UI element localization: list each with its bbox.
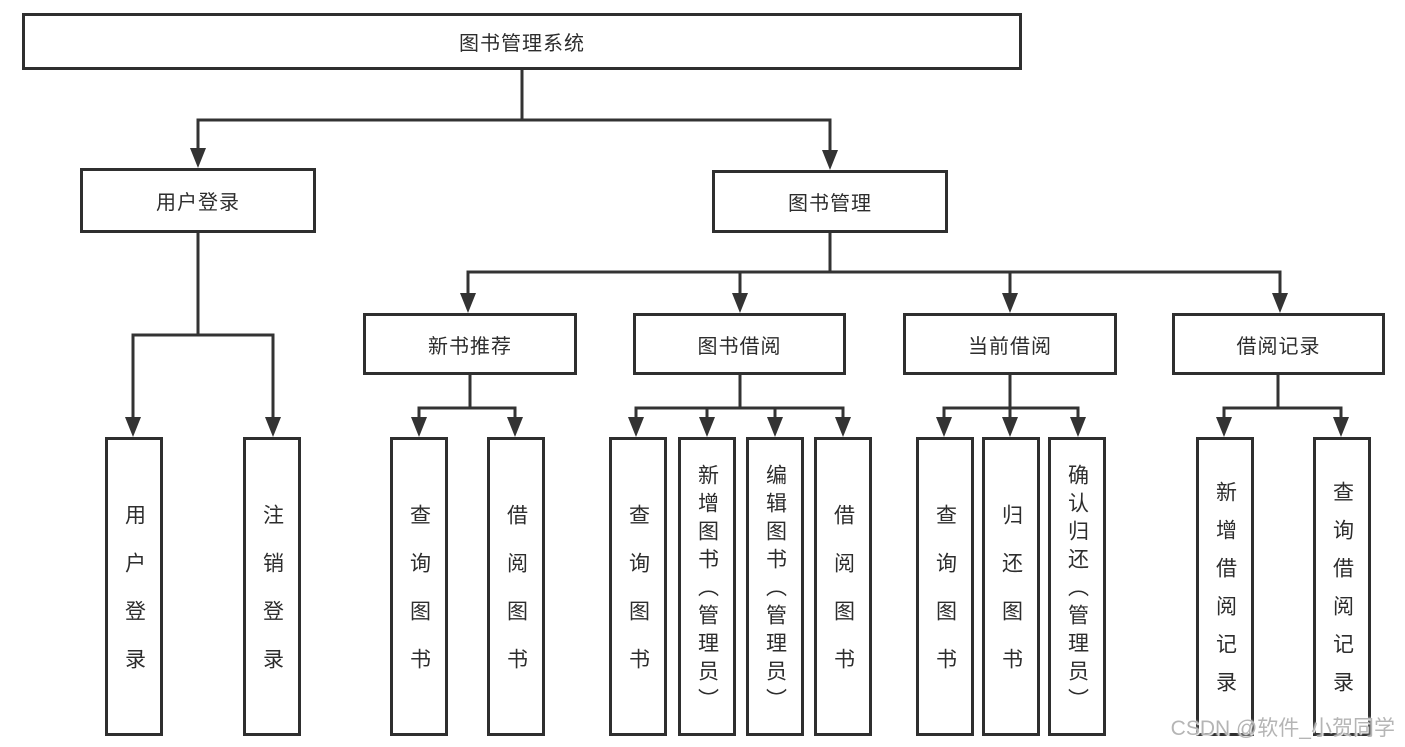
- leaf-edit-book-admin-label: 编辑图书（管理员）: [763, 464, 787, 716]
- leaf-add-book-admin-label: 新增图书（管理员）: [695, 464, 719, 716]
- node-book-management-label: 图书管理: [788, 193, 872, 215]
- leaf-logout-label: 注销登录: [260, 504, 284, 696]
- leaf-add-borrow-record: 新增借阅记录: [1196, 437, 1254, 736]
- leaf-return-book-label: 归还图书: [999, 504, 1023, 696]
- leaf-edit-book-admin: 编辑图书（管理员）: [746, 437, 804, 736]
- node-current-borrow-label: 当前借阅: [968, 335, 1052, 358]
- leaf-recommend-query-book-label: 查询图书: [407, 504, 431, 696]
- node-root-label: 图书管理系统: [459, 33, 585, 55]
- leaf-user-login-label: 用户登录: [122, 504, 146, 696]
- node-book-borrow: 图书借阅: [633, 313, 846, 375]
- leaf-current-query-book-label: 查询图书: [933, 504, 957, 696]
- connector-arrowheads: [125, 148, 1349, 437]
- node-book-borrow-label: 图书借阅: [697, 335, 782, 358]
- leaf-add-book-admin: 新增图书（管理员）: [678, 437, 736, 736]
- leaf-borrow-borrow-book-label: 借阅图书: [831, 504, 855, 696]
- leaf-query-borrow-record: 查询借阅记录: [1313, 437, 1371, 736]
- leaf-borrow-query-book: 查询图书: [609, 437, 667, 736]
- leaf-recommend-borrow-book-label: 借阅图书: [504, 504, 528, 696]
- node-user-login-label: 用户登录: [156, 192, 240, 214]
- leaf-add-borrow-record-label: 新增借阅记录: [1213, 481, 1237, 709]
- node-new-book-recommend-label: 新书推荐: [428, 335, 512, 358]
- leaf-query-borrow-record-label: 查询借阅记录: [1330, 481, 1354, 709]
- node-user-login: 用户登录: [80, 168, 316, 233]
- node-book-management: 图书管理: [712, 170, 948, 233]
- leaf-return-book: 归还图书: [982, 437, 1040, 736]
- leaf-confirm-return-admin: 确认归还（管理员）: [1048, 437, 1106, 736]
- csdn-watermark: CSDN @软件_小贺同学: [1170, 717, 1395, 740]
- leaf-recommend-borrow-book: 借阅图书: [487, 437, 545, 736]
- node-borrow-records-label: 借阅记录: [1236, 335, 1321, 358]
- node-borrow-records: 借阅记录: [1172, 313, 1385, 375]
- leaf-confirm-return-admin-label: 确认归还（管理员）: [1065, 464, 1089, 716]
- leaf-borrow-borrow-book: 借阅图书: [814, 437, 872, 736]
- node-root: 图书管理系统: [22, 13, 1022, 70]
- leaf-user-login: 用户登录: [105, 437, 163, 736]
- leaf-recommend-query-book: 查询图书: [390, 437, 448, 736]
- leaf-borrow-query-book-label: 查询图书: [626, 504, 650, 696]
- leaf-logout: 注销登录: [243, 437, 301, 736]
- node-new-book-recommend: 新书推荐: [363, 313, 577, 375]
- leaf-current-query-book: 查询图书: [916, 437, 974, 736]
- node-current-borrow: 当前借阅: [903, 313, 1117, 375]
